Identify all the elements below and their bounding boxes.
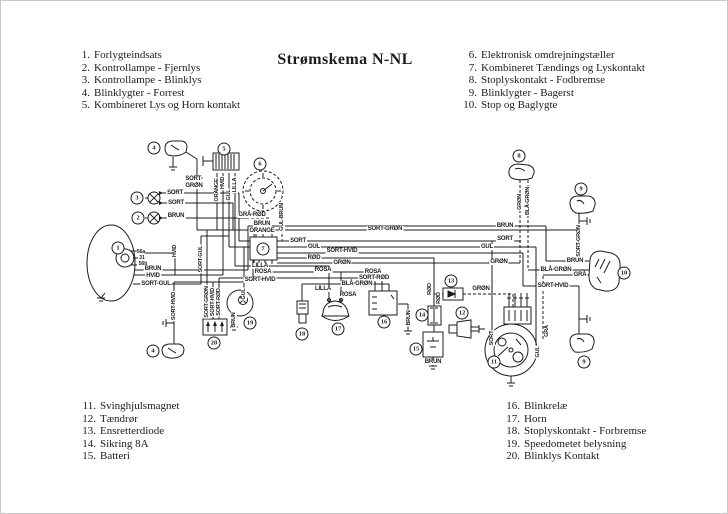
legend-item-label: Horn: [524, 412, 547, 425]
legend-item-label: Svinghjulsmagnet: [100, 400, 180, 412]
legend-item: 17. Horn: [499, 413, 646, 426]
legend-item-number: 16.: [506, 400, 520, 412]
legend-item: 16. Blinkrelæ: [499, 400, 646, 413]
legend-item: 4. Blinklygter - Forrest: [73, 87, 240, 100]
control-lamp-blinker-symbol: [145, 191, 161, 205]
legend-item-label: Kontrollampe - Fjernlys: [94, 61, 201, 74]
legend-item-label: Batteri: [100, 450, 130, 463]
legend-item: 18. Stoplyskontakt - Forbremse: [499, 425, 646, 438]
page-title: Strømskema N-NL: [277, 51, 413, 68]
fuse-symbol: [427, 305, 442, 326]
legend-item-number: 20.: [506, 450, 520, 463]
legend-item: 10. Stop og Baglygte: [456, 99, 645, 112]
legend-top-right: 6. Elektronisk omdrejningstæller 7. Kombine…: [456, 49, 645, 112]
legend-item-number: 4.: [81, 86, 90, 99]
legend-item: 11. Svinghjulsmagnet: [75, 400, 180, 413]
legend-item-label: Speedometet belysning: [524, 437, 627, 450]
legend-item: 13. Ensretterdiode: [75, 425, 179, 438]
legend-item-number: 6.: [468, 49, 477, 61]
legend-item-label: Blinklygter - Bagerst: [481, 86, 574, 99]
legend-item-number: 10.: [463, 99, 477, 112]
legend-item-label: Elektronisk omdrejningstæller: [481, 49, 615, 61]
legend-item: 19. Speedometet belysning: [499, 438, 646, 451]
wires-solid: [133, 151, 589, 383]
legend-item: 6. Elektronisk omdrejningstæller: [456, 49, 645, 62]
legend-item-label: Tændrør: [100, 412, 138, 425]
spark-plug-symbol: [448, 319, 485, 339]
stoplight-switch-foot-symbol: [508, 163, 535, 181]
legend-item-label: Kombineret Lys og Horn kontakt: [94, 99, 241, 112]
legend-item-number: 14.: [82, 437, 96, 450]
legend-item: 8. Stoplyskontakt - Fodbremse: [456, 74, 645, 87]
ground-symbols: [97, 157, 591, 387]
control-lamp-high-beam-symbol: [145, 211, 161, 225]
legend-item-label: Stoplyskontakt - Forbremse: [524, 425, 647, 438]
legend-item-number: 7.: [468, 61, 477, 74]
rear-blinker-top-symbol: [569, 195, 596, 214]
legend-bottom-right: 16. Blinkrelæ 17. Horn 18. Stoplyskontakt - F…: [499, 400, 646, 463]
legend-item: 15. Batteri: [75, 450, 179, 463]
legend-item-label: Stoplyskontakt - Fodbremse: [481, 74, 606, 87]
legend-bottom-left: 11. Svinghjulsmagnet 12. Tændrør 13. Ensrette…: [75, 400, 179, 463]
legend-item-number: 12.: [82, 412, 96, 425]
blinker-relay-symbol: [368, 290, 398, 316]
legend-item-number: 19.: [506, 437, 520, 450]
wire-arrowheads: [159, 191, 163, 220]
speedometer-light-symbol: [226, 289, 254, 317]
legend-item-number: 1.: [81, 49, 90, 61]
horn-symbol: [321, 298, 350, 321]
headlight-symbol: [86, 224, 138, 302]
legend-item-number: 13.: [82, 425, 96, 438]
legend-item: 1. Forlygteindsats: [73, 49, 240, 62]
legend-item: 2. Kontrollampe - Fjernlys: [73, 62, 240, 75]
legend-item-label: Blinklygter - Forrest: [94, 86, 185, 99]
legend-item: 5. Kombineret Lys og Horn kontakt: [73, 99, 240, 112]
legend-item-number: 15.: [82, 450, 96, 463]
legend-item-label: Sikring 8A: [100, 437, 149, 450]
legend-item-number: 11.: [82, 400, 96, 412]
legend-item: 3. Kontrollampe - Blinklys: [73, 74, 240, 87]
legend-item-number: 18.: [506, 425, 520, 438]
legend-item-number: 5.: [81, 99, 90, 112]
legend-item: 14. Sikring 8A: [75, 438, 179, 451]
ignition-switch-symbol: [249, 233, 278, 264]
front-blinker-top-symbol: [164, 140, 188, 157]
legend-item-label: Ensretterdiode: [100, 425, 165, 438]
legend-item-number: 2.: [81, 61, 90, 74]
legend-item-label: Blinkrelæ: [524, 400, 568, 412]
rear-blinker-bottom-symbol: [569, 333, 595, 353]
legend-item-label: Blinklys Kontakt: [524, 450, 600, 463]
blinker-switch-symbol: [202, 318, 228, 336]
legend-item: 7. Kombineret Tændings og Lyskontakt: [456, 62, 645, 75]
legend-item-label: Forlygteindsats: [94, 49, 162, 61]
legend-item-label: Stop og Baglygte: [481, 99, 558, 112]
legend-item-number: 17.: [506, 412, 520, 425]
wires-dashed: [231, 180, 544, 339]
front-blinker-bottom-symbol: [161, 343, 185, 359]
rectifier-diode-symbol: [442, 287, 464, 301]
legend-item: 12. Tændrør: [75, 413, 179, 426]
flywheel-magneto-symbol: [484, 293, 538, 377]
legend-item-number: 9.: [468, 86, 477, 99]
legend-item-label: Kontrollampe - Blinklys: [94, 74, 202, 87]
legend-item-number: 8.: [468, 74, 477, 87]
light-horn-switch-symbol: [212, 152, 240, 171]
legend-top-left: 1. Forlygteindsats 2. Kontrollampe - Fjernl…: [73, 49, 240, 112]
legend-item-label: Kombineret Tændings og Lyskontakt: [481, 61, 645, 74]
legend-item: 9. Blinklygter - Bagerst: [456, 87, 645, 100]
tail-stop-light-symbol: [588, 250, 621, 292]
legend-item: 20. Blinklys Kontakt: [499, 450, 646, 463]
battery-symbol: [422, 331, 444, 358]
tachometer-symbol: [242, 170, 284, 212]
stoplight-switch-front-symbol: [296, 300, 309, 324]
legend-item-number: 3.: [81, 74, 90, 87]
